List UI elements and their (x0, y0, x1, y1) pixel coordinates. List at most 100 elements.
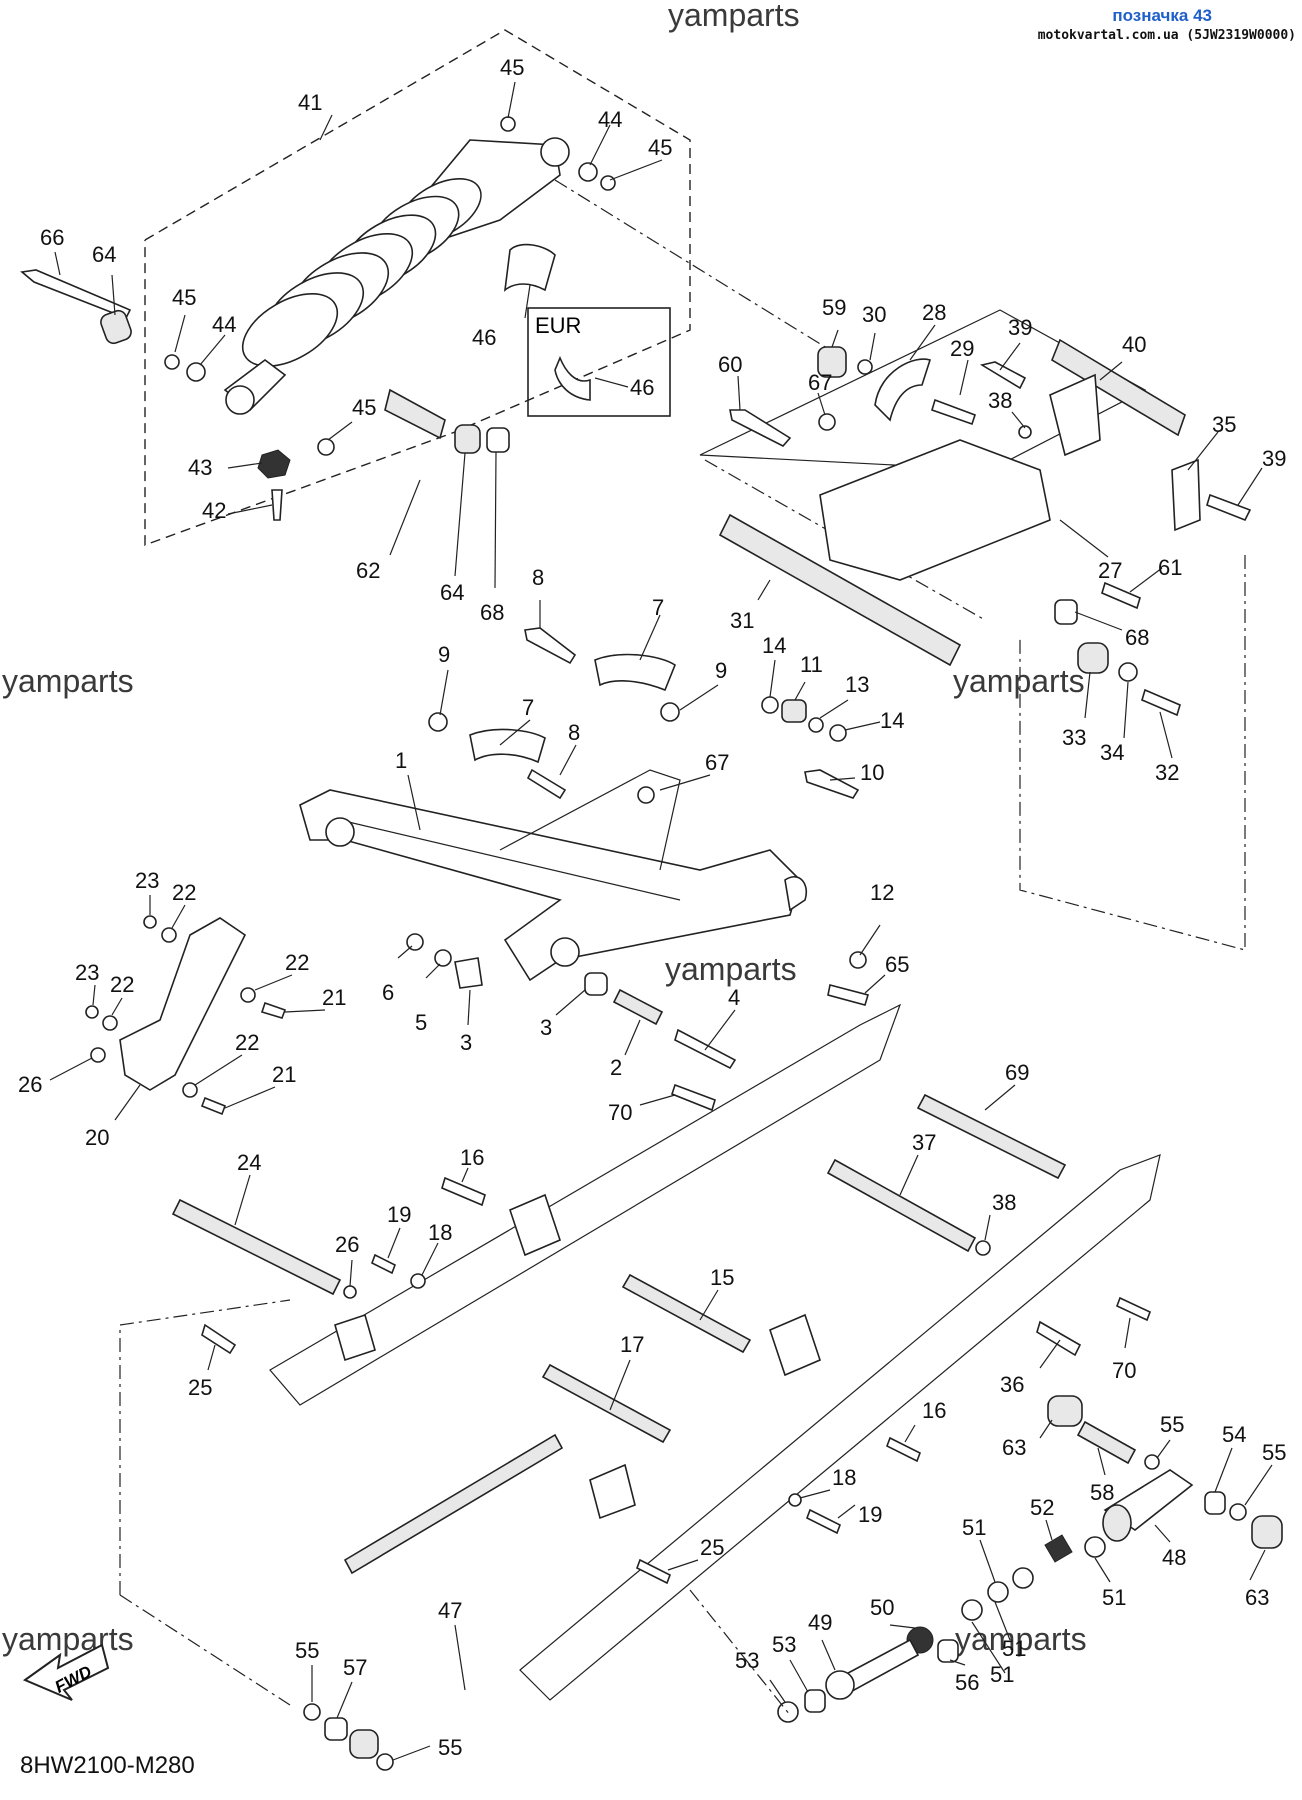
bolt-19-upper (370, 1253, 397, 1275)
washer-44-right (578, 162, 598, 182)
header-site-code: motokvartal.com.ua (5JW2319W0000) (1037, 28, 1296, 43)
callout: 16 (922, 1398, 946, 1423)
washer-55-bottom (376, 1753, 394, 1771)
bolt-21-lower (200, 1096, 227, 1116)
front-arm-pivot-left (325, 817, 355, 847)
watermark: yamparts (2, 663, 134, 699)
watermark: yamparts (955, 1621, 1087, 1657)
shock-absorber-group: EUR (20, 29, 691, 547)
washer-26-rail (343, 1285, 357, 1299)
shaft-69 (916, 1093, 1067, 1180)
bolt-65 (827, 984, 870, 1006)
callout: 51 (962, 1515, 986, 1540)
callout: 62 (356, 558, 380, 583)
bolt-8-lower (526, 768, 567, 800)
washer-5 (434, 949, 452, 967)
callout: 38 (992, 1190, 1016, 1215)
callout: 5 (415, 1010, 427, 1035)
eur-label: EUR (535, 313, 581, 338)
bolt-16-lower (885, 1436, 922, 1463)
callout: 68 (1125, 625, 1149, 650)
bolt-32 (1141, 688, 1181, 717)
bolt-39-left (979, 361, 1027, 390)
collar-62 (384, 388, 446, 440)
housing-48-end (1102, 1504, 1132, 1542)
callout: 24 (237, 1150, 261, 1175)
washer-14-right (829, 724, 847, 742)
callout: 10 (860, 760, 884, 785)
callout: 20 (85, 1125, 109, 1150)
shock-spring (241, 177, 482, 367)
washer-38-rail (975, 1240, 991, 1256)
callout: 11 (800, 652, 823, 677)
arm-outline (699, 309, 1147, 471)
callout: 2 (610, 1055, 622, 1080)
nut-43 (257, 449, 291, 479)
bolt-19-lower (805, 1508, 842, 1535)
watermark-top: yamparts (668, 0, 800, 33)
front-arm-pivot-right (550, 937, 580, 967)
callout: 54 (1222, 1422, 1246, 1447)
callout: 57 (343, 1655, 367, 1680)
callout: 60 (718, 352, 742, 377)
callout: 14 (762, 633, 786, 658)
arm-body-27 (819, 439, 1051, 581)
callout: 25 (700, 1535, 724, 1560)
collar-2 (612, 988, 664, 1026)
bolt-25-right (635, 1558, 672, 1585)
bracket-28 (874, 358, 932, 422)
callout: 55 (295, 1638, 319, 1663)
callout: 36 (1000, 1372, 1024, 1397)
washer-13 (808, 717, 824, 733)
callout: 25 (188, 1375, 212, 1400)
callout: 18 (832, 1465, 856, 1490)
callout: 61 (1158, 555, 1182, 580)
left-frame-line (119, 1594, 291, 1706)
rear-bushings-group (384, 388, 510, 454)
callout: 69 (1005, 1060, 1029, 1085)
callout: 9 (438, 642, 450, 667)
callout: 15 (710, 1265, 734, 1290)
callout: 22 (235, 1030, 259, 1055)
washer-55-lower-left (303, 1703, 321, 1721)
slide-rails (171, 1003, 1161, 1701)
callout: 47 (438, 1598, 462, 1623)
callout: 38 (988, 388, 1012, 413)
washer-45-top (500, 116, 516, 132)
washer-14-left (761, 696, 779, 714)
callout: 45 (352, 395, 376, 420)
callout: 70 (608, 1100, 632, 1125)
callout: 34 (1100, 740, 1124, 765)
callout: 22 (172, 880, 196, 905)
callout: 53 (735, 1648, 759, 1673)
callout: 44 (598, 107, 622, 132)
callout: 51 (1002, 1636, 1026, 1661)
watermark: yamparts (953, 663, 1085, 699)
callout: 27 (1098, 558, 1122, 583)
callout: 64 (92, 242, 116, 267)
callout: 40 (1122, 332, 1146, 357)
bushing-68-right (1054, 599, 1078, 625)
callout: 65 (885, 952, 909, 977)
shock-lower-eye-ring (225, 385, 255, 415)
callout: 45 (500, 55, 524, 80)
callout: 4 (728, 985, 740, 1010)
callout: 3 (540, 1015, 552, 1040)
callout: 44 (212, 312, 236, 337)
header-link[interactable]: позначка 43 (1112, 6, 1212, 25)
shaft-37 (826, 1158, 977, 1253)
bushing-64 (454, 424, 481, 454)
callout: 70 (1112, 1358, 1136, 1383)
bolt-66 (20, 269, 132, 320)
collar-57 (324, 1717, 348, 1741)
bolt-60 (729, 409, 792, 447)
rail-slider-left (334, 1313, 376, 1362)
callout: 48 (1162, 1545, 1186, 1570)
callout: 53 (772, 1632, 796, 1657)
bushing-63-top (1047, 1395, 1083, 1427)
bushing-33 (1077, 642, 1109, 674)
callout: 63 (1245, 1585, 1269, 1610)
washer-22-mid (102, 1015, 118, 1031)
bolt-36 (1036, 1320, 1082, 1357)
